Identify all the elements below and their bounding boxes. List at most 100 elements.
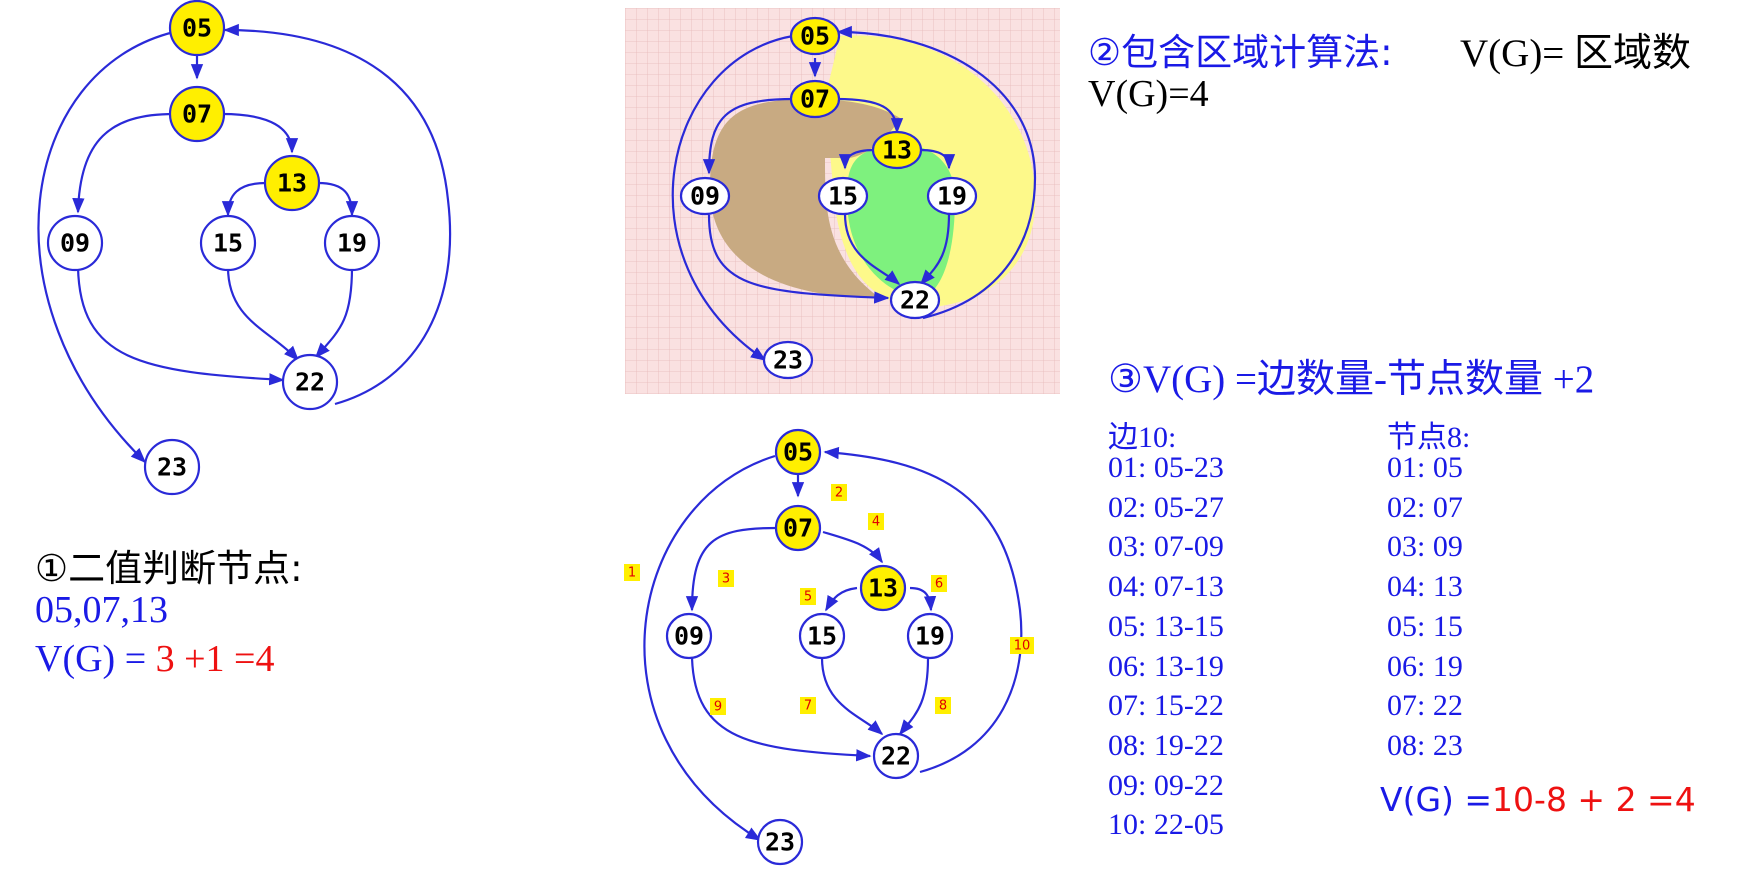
node-list-item: 01: 05 <box>1387 451 1463 484</box>
e-edge-22-05 <box>823 446 1023 774</box>
e-node-09: 09 <box>665 612 713 660</box>
method2-title: ②包含区域计算法: <box>1088 31 1393 74</box>
edge-list-item: 01: 05-23 <box>1108 451 1224 484</box>
flow-graph-1: 05 07 13 09 15 19 22 23 <box>37 0 452 496</box>
r-node-05: 05 <box>789 16 841 56</box>
edge-list-item: 03: 07-09 <box>1108 530 1224 564</box>
r-node-23: 23 <box>762 340 814 380</box>
node-list-item: 02: 07 <box>1387 490 1463 524</box>
method1-title: ①二值判断节点: <box>35 547 303 590</box>
r-edge-07-13 <box>836 97 904 134</box>
svg-text:10: 10 <box>1014 639 1031 654</box>
edge-13-15 <box>221 181 267 217</box>
node-09: 09 <box>46 214 104 272</box>
method1-formula-prefix: V(G) = <box>35 638 156 680</box>
svg-text:3: 3 <box>722 572 730 587</box>
edge-07-09 <box>72 112 175 214</box>
method2-formula: V(G)= 区域数 <box>1460 32 1692 75</box>
edge-list-item: 08: 19-22 <box>1108 728 1224 762</box>
node-07: 07 <box>168 85 226 143</box>
svg-text:6: 6 <box>935 577 943 592</box>
r-node-22: 22 <box>889 280 941 320</box>
method3-title: ③V(G) =边数量-节点数量 +2 <box>1108 358 1595 401</box>
e-node-05: 05 <box>774 428 822 476</box>
e-node-23: 23 <box>756 818 804 866</box>
edge-label-1: 1 <box>624 564 640 581</box>
e-edge-05-23 <box>643 454 776 841</box>
r-edge-13-15 <box>838 148 876 170</box>
e-edge-13-15 <box>825 586 858 612</box>
svg-text:13: 13 <box>882 136 912 165</box>
edge-09-22 <box>76 266 285 386</box>
svg-text:22: 22 <box>881 742 911 771</box>
edge-label-4: 4 <box>868 513 884 530</box>
svg-text:09: 09 <box>674 622 704 651</box>
svg-text:07: 07 <box>182 100 212 129</box>
node-23: 23 <box>143 438 201 496</box>
r-edge-19-22 <box>919 213 951 286</box>
svg-text:15: 15 <box>828 182 858 211</box>
svg-text:15: 15 <box>807 622 837 651</box>
svg-text:8: 8 <box>939 699 947 714</box>
flow-graph-2-regions: 05 07 13 09 15 19 22 23 <box>625 8 1060 394</box>
e-edge-07-13 <box>822 530 883 564</box>
svg-text:1: 1 <box>628 566 636 581</box>
edge-19-22 <box>314 266 354 359</box>
svg-text:05: 05 <box>783 438 813 467</box>
edge-label-6: 6 <box>931 575 947 592</box>
svg-text:2: 2 <box>835 486 843 501</box>
edge-list-item: 02: 05-27 <box>1108 490 1224 524</box>
region-green <box>847 144 955 298</box>
svg-text:09: 09 <box>690 182 720 211</box>
e-node-19: 19 <box>906 612 954 660</box>
e-edge-09-22 <box>690 657 872 762</box>
edge-list-item: 05: 13-15 <box>1108 609 1224 643</box>
r-edge-22-05 <box>836 25 1037 320</box>
method3-formula: V(G) =10-8 + 2 =4 <box>1380 780 1696 819</box>
edge-15-22 <box>226 266 300 362</box>
r-edge-15-22 <box>843 213 901 285</box>
edge-label-7: 7 <box>800 697 816 714</box>
r-node-13: 13 <box>871 130 923 170</box>
svg-text:07: 07 <box>783 514 813 543</box>
method2-result: V(G)=4 <box>1088 73 1209 115</box>
svg-text:05: 05 <box>800 22 830 51</box>
svg-text:05: 05 <box>182 14 212 43</box>
svg-text:7: 7 <box>804 699 812 714</box>
node-list-item: 08: 23 <box>1387 728 1463 762</box>
e-edge-15-22 <box>820 657 884 736</box>
svg-text:09: 09 <box>60 229 90 258</box>
node-13: 13 <box>263 154 321 212</box>
edge-13-19 <box>317 181 359 217</box>
r-edge-13-19 <box>919 148 956 170</box>
node-list-item: 07: 22 <box>1387 689 1463 723</box>
e-edge-07-09 <box>685 526 777 612</box>
svg-text:13: 13 <box>868 574 898 603</box>
node-list-item: 05: 15 <box>1387 609 1463 643</box>
node-22: 22 <box>281 353 339 411</box>
svg-text:19: 19 <box>337 229 367 258</box>
edge-22-05 <box>223 23 452 406</box>
edge-07-13 <box>221 112 299 154</box>
edge-05-23 <box>37 30 175 464</box>
e-node-07: 07 <box>774 504 822 552</box>
svg-text:4: 4 <box>872 515 880 530</box>
svg-text:13: 13 <box>277 169 307 198</box>
region-brown <box>710 98 900 299</box>
svg-text:22: 22 <box>295 368 325 397</box>
edge-list-item: 06: 13-19 <box>1108 649 1224 683</box>
method1-formula: V(G) = 3 +1 =4 <box>35 637 275 681</box>
edge-list-item: 09: 09-22 <box>1108 768 1224 802</box>
svg-text:15: 15 <box>213 229 243 258</box>
edge-list-item: 07: 15-22 <box>1108 689 1224 723</box>
svg-text:9: 9 <box>714 700 722 715</box>
nodes-header: 节点8: <box>1387 421 1471 454</box>
node-15: 15 <box>199 214 257 272</box>
edge-label-9: 9 <box>710 698 726 715</box>
r-node-07: 07 <box>789 79 841 119</box>
r-edge-05-23 <box>671 34 794 361</box>
edge-label-5: 5 <box>800 588 816 605</box>
edge-list-item: 04: 07-13 <box>1108 570 1224 604</box>
method1-nodes: 05,07,13 <box>35 589 168 631</box>
svg-text:23: 23 <box>773 346 803 375</box>
